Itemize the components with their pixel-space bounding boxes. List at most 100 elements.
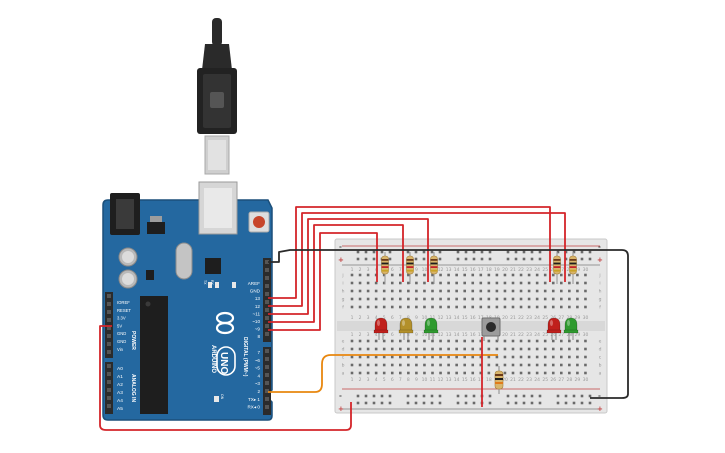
terminal-hole: [431, 355, 434, 359]
column-number: 21: [510, 332, 516, 338]
terminal-hole: [527, 363, 531, 367]
rail-hole: [456, 250, 460, 254]
terminal-hole: [527, 297, 531, 301]
column-number: 15: [462, 377, 468, 383]
digital-pin-label: 4: [257, 373, 260, 378]
terminal-hole: [358, 281, 362, 285]
rail-plus: +: [338, 405, 344, 413]
rx-label: RX: [210, 280, 214, 286]
wires: [99, 206, 629, 431]
column-number: 1: [351, 377, 354, 383]
terminal-hole: [423, 297, 426, 301]
terminal-hole: [423, 273, 426, 277]
terminal-hole: [366, 347, 370, 351]
wire-pin2-button: [268, 354, 498, 393]
terminal-hole: [479, 289, 483, 293]
terminal-hole: [399, 371, 402, 375]
rail-hole: [488, 250, 492, 254]
arduino-uno-board: ARDUINO UNO DIGITAL (PWM~) ANALOG IN POW…: [102, 181, 273, 421]
terminal-hole: [527, 289, 531, 293]
row-letter: j: [341, 273, 343, 279]
terminal-hole: [390, 347, 394, 351]
terminal-hole: [463, 273, 466, 277]
rail-hole: [456, 394, 460, 398]
terminal-hole: [350, 305, 354, 309]
terminal-hole: [350, 273, 354, 277]
terminal-hole: [350, 339, 354, 343]
terminal-hole: [576, 347, 579, 351]
column-number: 17: [478, 315, 484, 321]
terminal-hole: [350, 355, 354, 359]
column-number: 25: [542, 377, 548, 383]
terminal-hole: [543, 347, 547, 351]
terminal-hole: [439, 273, 442, 277]
terminal-hole: [455, 355, 458, 359]
power-label: POWER: [130, 331, 136, 350]
terminal-hole: [487, 363, 491, 367]
column-number: 26: [550, 377, 556, 383]
terminal-hole: [407, 273, 410, 277]
digital-pin-label: GND: [250, 289, 261, 294]
terminal-hole: [390, 371, 394, 375]
terminal-hole: [350, 371, 354, 375]
terminal-hole: [358, 305, 362, 309]
terminal-hole: [390, 289, 394, 293]
terminal-hole: [431, 347, 434, 351]
terminal-hole: [584, 273, 587, 277]
terminal-hole: [551, 281, 555, 285]
column-number: 11: [430, 377, 436, 383]
rail-hole: [356, 401, 360, 405]
pushbutton[interactable]: [481, 317, 501, 341]
terminal-hole: [568, 347, 571, 351]
rail-hole: [464, 257, 468, 261]
terminal-hole: [487, 281, 491, 285]
rail-hole: [438, 257, 442, 261]
terminal-hole: [423, 339, 426, 343]
column-number: 3: [367, 377, 370, 383]
column-number: 5: [383, 377, 386, 383]
terminal-hole: [399, 363, 402, 367]
column-number: 7: [399, 332, 402, 338]
header-pin: [265, 397, 269, 401]
red-led-2: [546, 317, 562, 340]
row-letter: a: [342, 372, 345, 377]
column-number: 20: [502, 267, 508, 273]
terminal-hole: [366, 363, 370, 367]
column-number: 9: [415, 332, 418, 338]
header-pin: [107, 294, 111, 298]
column-number: 9: [415, 267, 418, 273]
rail-hole: [380, 401, 384, 405]
row-letter: c: [599, 356, 602, 361]
rail-hole: [364, 401, 368, 405]
terminal-hole: [399, 355, 402, 359]
column-number: 22: [518, 315, 524, 321]
terminal-hole: [519, 281, 523, 285]
rail-hole: [414, 401, 418, 405]
analog-pin-label: A0: [117, 366, 123, 372]
terminal-hole: [495, 289, 499, 293]
terminal-hole: [584, 289, 587, 293]
terminal-hole: [390, 281, 394, 285]
column-number: 12: [438, 315, 444, 321]
column-number: 6: [391, 315, 394, 321]
terminal-hole: [527, 273, 531, 277]
terminal-hole: [463, 371, 466, 375]
header-pin: [265, 324, 269, 328]
digital-pin-label: 8: [257, 334, 260, 339]
terminal-hole: [568, 371, 571, 375]
terminal-hole: [503, 281, 507, 285]
column-number: 7: [399, 315, 402, 321]
terminal-hole: [431, 371, 434, 375]
terminal-hole: [487, 297, 491, 301]
column-number: 10: [422, 267, 428, 273]
terminal-hole: [358, 273, 362, 277]
digital-pin-label: 7: [257, 350, 260, 355]
terminal-hole: [358, 355, 362, 359]
terminal-hole: [407, 371, 410, 375]
wire-11-green-led: [268, 218, 429, 315]
terminal-hole: [439, 281, 442, 285]
rail-hole: [472, 401, 476, 405]
terminal-hole: [471, 347, 475, 351]
rail-hole: [422, 394, 426, 398]
analog-label: ANALOG IN: [130, 374, 136, 402]
